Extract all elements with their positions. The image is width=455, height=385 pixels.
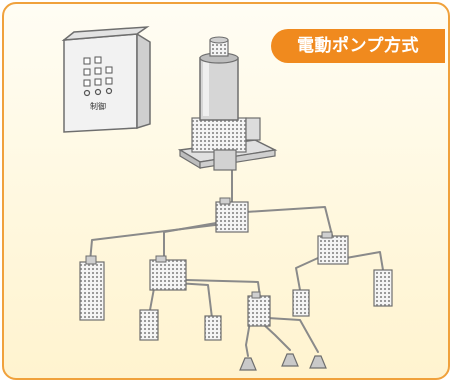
control-box: 制御 [61, 26, 151, 133]
sub-distributor-right [317, 231, 349, 265]
divider-valve-right [373, 269, 393, 307]
lube-point-1 [239, 357, 257, 371]
sub-distributor-left [149, 255, 187, 291]
lubrication-points [239, 353, 327, 371]
divider-valve-small-2 [204, 315, 222, 341]
control-box-label: 制御 [90, 101, 106, 111]
main-distributor [215, 197, 249, 233]
divider-valve-tall-left [79, 261, 105, 321]
sub-distributor-center [247, 291, 271, 327]
method-badge: 電動ポンプ方式 [271, 29, 445, 63]
divider-valves [79, 255, 393, 341]
lube-point-3 [309, 355, 327, 369]
lube-point-2 [281, 353, 299, 367]
electric-pump [177, 36, 278, 171]
divider-valve-small-3 [292, 289, 310, 317]
divider-valve-small-1 [139, 309, 159, 341]
